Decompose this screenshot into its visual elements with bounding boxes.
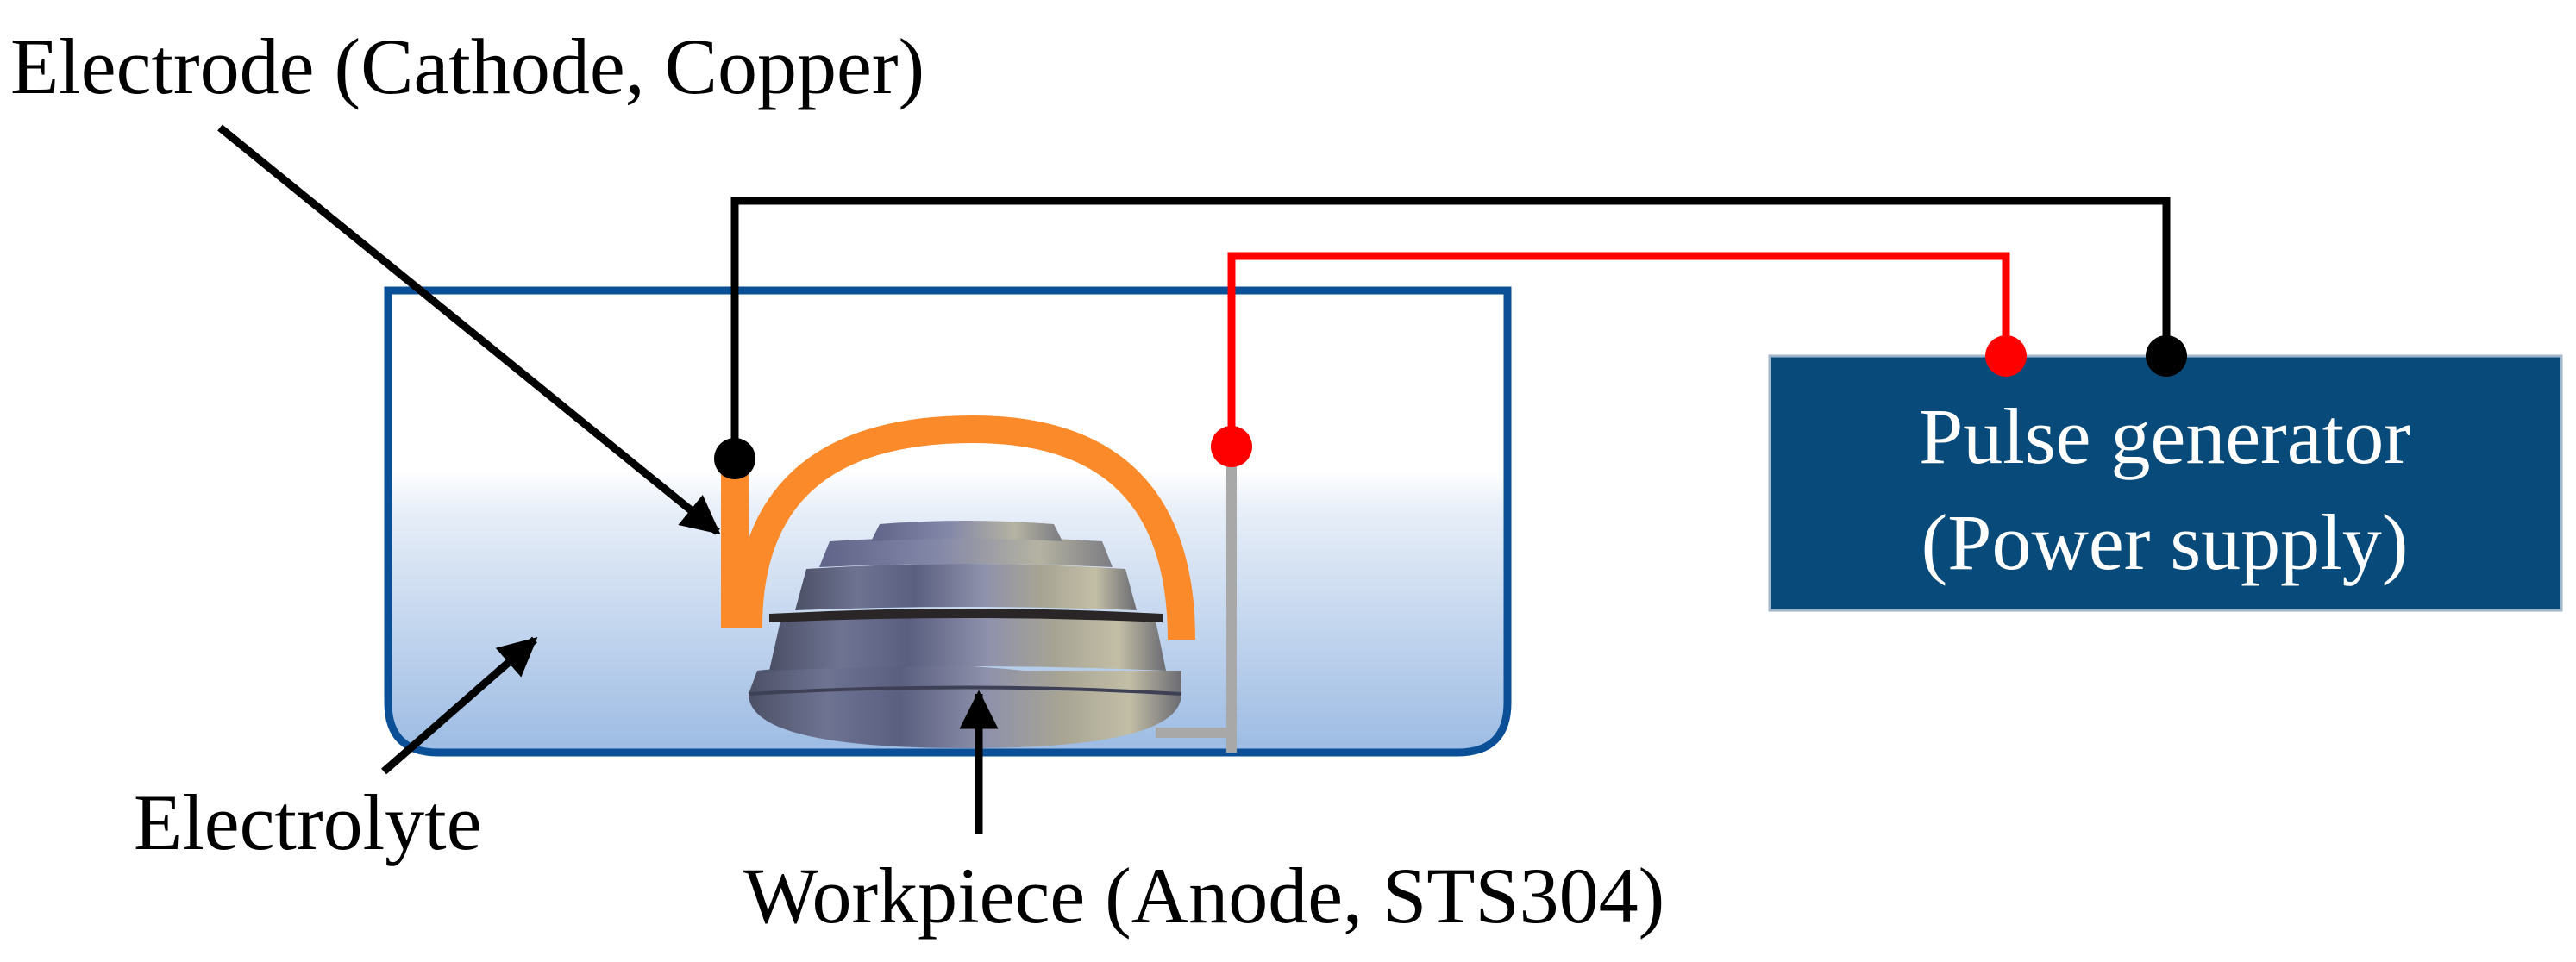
tank-outline: [384, 286, 1512, 757]
workpiece-label: Workpiece (Anode, STS304): [743, 852, 1664, 940]
positive-wire: [1227, 252, 2010, 447]
generator-positive-terminal-icon: [1985, 335, 2027, 377]
electrode-terminal-icon: [714, 438, 755, 479]
pulse-generator: Pulse generator (Power supply): [1768, 354, 2563, 612]
generator-label-line1: Pulse generator: [1919, 392, 2410, 480]
negative-wire: [730, 197, 2171, 459]
pulse-generator-box: [1768, 354, 2563, 612]
electrolyte-pointer-arrow: [381, 636, 538, 775]
workpiece-terminal-icon: [1211, 426, 1252, 467]
generator-negative-terminal-icon: [2146, 335, 2187, 377]
electrode-label: Electrode (Cathode, Copper): [10, 22, 924, 110]
electrode-pointer-arrow: [217, 124, 721, 535]
workpiece: [748, 521, 1182, 748]
electrolyte-label: Electrolyte: [134, 778, 482, 866]
copper-electrode: [735, 415, 1195, 640]
anode-lead: [1156, 447, 1237, 753]
generator-label-line2: (Power supply): [1921, 498, 2409, 586]
